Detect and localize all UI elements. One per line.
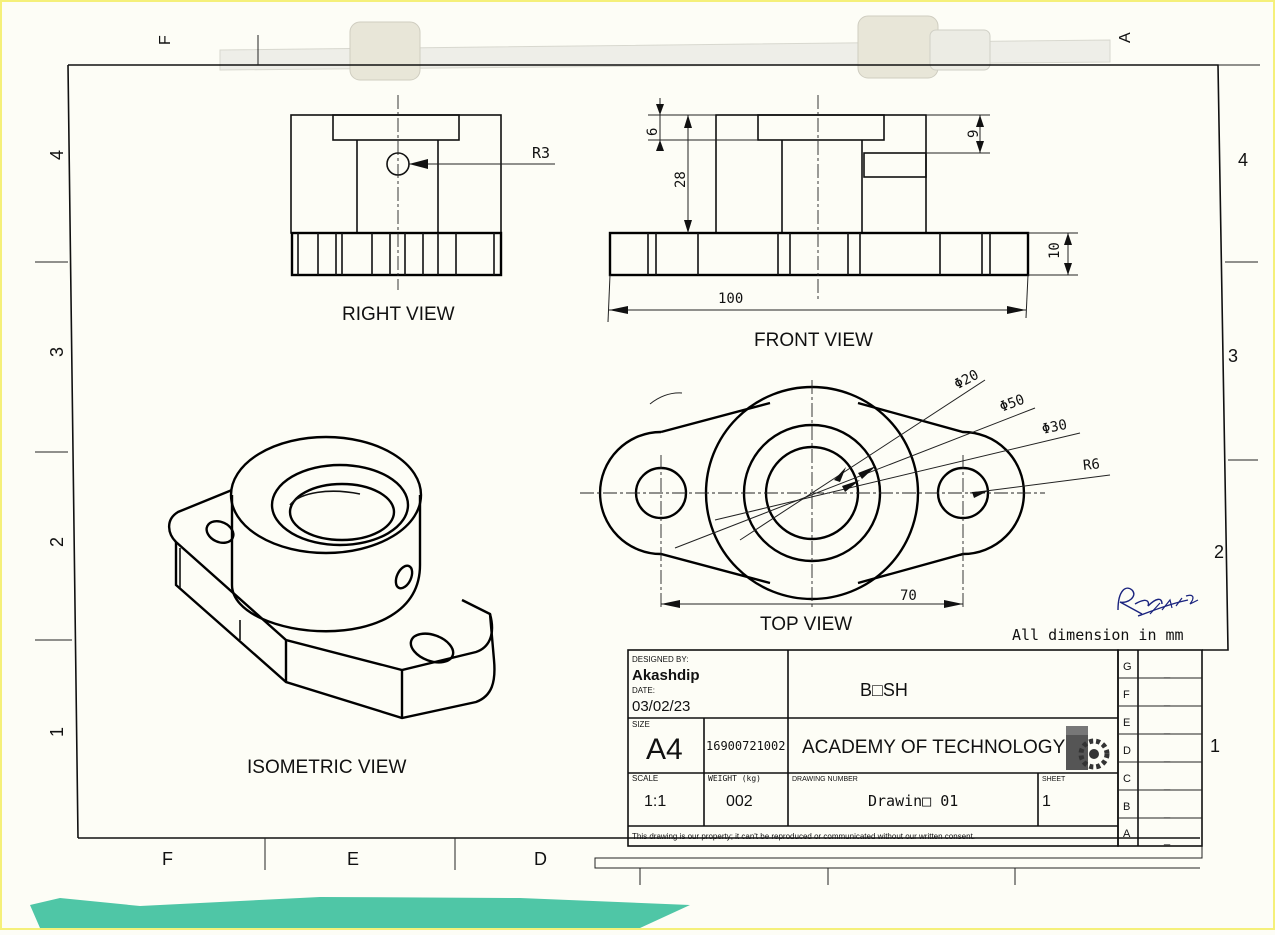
title-block-frame	[627, 649, 1203, 847]
sheet-size: A4	[646, 733, 683, 766]
units-note: All dimension in mm	[1012, 626, 1184, 644]
date-label: DATE:	[632, 686, 655, 695]
dim-r6: R6	[1082, 456, 1100, 474]
zone-number-left-4: 4	[47, 150, 67, 160]
revision-letter: C	[1123, 773, 1131, 785]
revision-value: _	[1163, 834, 1171, 846]
dim-r3: R3	[532, 144, 550, 162]
zone-number-left-1: 1	[47, 727, 67, 737]
weight-label: WEIGHT (kg)	[708, 774, 761, 783]
isometric-view-label: ISOMETRIC VIEW	[247, 757, 406, 778]
zone-number-left-3: 3	[47, 347, 67, 357]
revision-value: _	[1163, 807, 1171, 819]
revision-value: _	[1163, 779, 1171, 791]
institution-name: ACADEMY OF TECHNOLOGY	[802, 737, 1066, 758]
zone-number-right-4: 4	[1238, 150, 1248, 170]
front-view-drawing	[607, 95, 1078, 323]
scale-value: 1:1	[644, 793, 666, 810]
dim-28: 28	[673, 171, 689, 188]
zone-number-right-3: 3	[1228, 346, 1238, 366]
part-title: B□SH	[860, 680, 908, 700]
disclaimer-text: This drawing is our property; it can't b…	[632, 832, 975, 841]
drawing-number-label: DRAWING NUMBER	[792, 776, 858, 783]
zone-number-left-2: 2	[47, 537, 67, 547]
weight-value: 002	[726, 793, 753, 810]
scale-label: SCALE	[632, 774, 658, 783]
right-view-label: RIGHT VIEW	[342, 304, 455, 325]
zone-letter-top-f: F	[157, 35, 174, 45]
right-view-drawing	[290, 95, 555, 290]
top-view-drawing	[580, 379, 1111, 610]
revision-value: _	[1163, 695, 1171, 707]
revision-letter: E	[1123, 717, 1130, 729]
revision-value: _	[1163, 751, 1171, 763]
revision-value: _	[1163, 667, 1171, 679]
zone-number-right-2: 2	[1214, 542, 1224, 562]
revision-letter: F	[1123, 689, 1130, 701]
revision-letter: G	[1123, 661, 1132, 673]
zone-letter-bottom-e: E	[347, 849, 359, 869]
revision-letter: A	[1123, 828, 1131, 840]
zone-letter-bottom-d: D	[534, 849, 547, 869]
dim-100: 100	[718, 291, 743, 307]
zone-letter-bottom-f: F	[162, 849, 173, 869]
dim-6: 6	[645, 128, 661, 136]
roll-number: 16900721002	[706, 739, 785, 753]
dim-phi30: Φ30	[1041, 417, 1069, 438]
top-view-label: TOP VIEW	[760, 614, 852, 635]
sheet-label: SHEET	[1042, 776, 1066, 783]
revision-table: G _ F _ E _ D _ C _ B _ A _	[1123, 661, 1171, 846]
zone-ticks	[35, 35, 1258, 885]
zone-number-right-1: 1	[1210, 736, 1220, 756]
dim-10: 10	[1047, 242, 1063, 259]
size-label: SIZE	[632, 720, 650, 729]
handwritten-signature	[1117, 587, 1199, 617]
institution-logo	[1066, 726, 1110, 770]
isometric-view-drawing	[167, 435, 496, 720]
drawing-date: 03/02/23	[632, 698, 690, 715]
dim-9: 9	[966, 130, 982, 138]
designed-by-label: DESIGNED BY:	[632, 655, 688, 664]
drawing-number: Drawin□ 01	[868, 792, 958, 810]
front-view-label: FRONT VIEW	[754, 330, 873, 351]
dim-70: 70	[900, 588, 917, 604]
zone-letter-top-a: A	[1117, 32, 1134, 43]
teal-tape-strip	[30, 897, 690, 928]
sheet-number: 1	[1042, 793, 1051, 810]
revision-value: _	[1163, 723, 1171, 735]
revision-letter: D	[1123, 745, 1131, 757]
revision-letter: B	[1123, 801, 1130, 813]
designer-name: Akashdip	[632, 667, 700, 684]
